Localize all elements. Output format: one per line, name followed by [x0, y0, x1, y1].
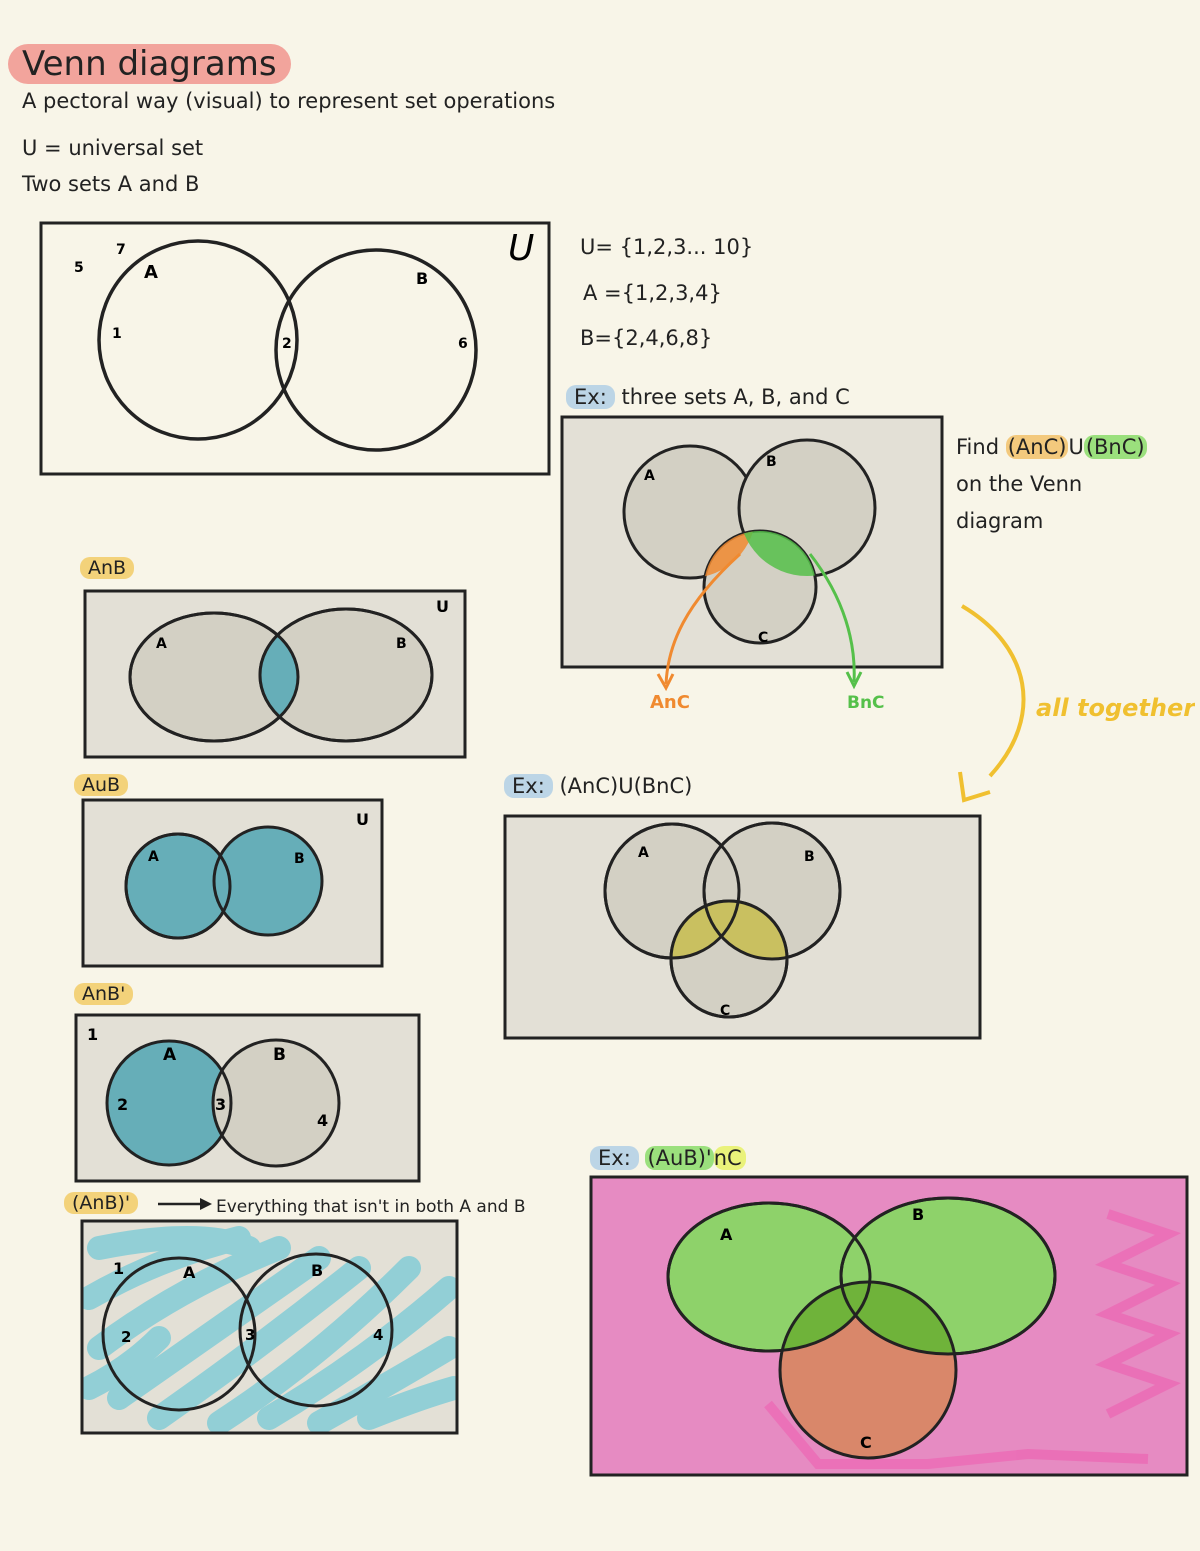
page-title: Venn diagrams [8, 44, 291, 84]
find-line1: Find (AnC)U(BnC) [956, 434, 1147, 460]
a-label: A [144, 262, 158, 283]
set-u-definition: U= {1,2,3... 10} [580, 235, 754, 259]
ex2-diagram: A B C [503, 814, 982, 1040]
label-a: A [148, 849, 159, 865]
set-b-definition: B={2,4,6,8} [580, 326, 713, 350]
b-label: B [416, 269, 428, 288]
anc-arrow [664, 552, 742, 685]
element-2: 2 [121, 1328, 131, 1346]
bnc-region [739, 531, 816, 576]
label-a: A [644, 468, 655, 484]
anb-prime-diagram: 1 A B 2 3 4 [74, 1013, 421, 1183]
ex3-diagram: A B C [589, 1175, 1189, 1477]
element-outside-2: 7 [116, 242, 126, 258]
scribble-shading [82, 1226, 457, 1433]
universal-definition: U = universal set [22, 136, 204, 160]
ex1-prefix: Ex: [566, 385, 615, 409]
two-sets-line: Two sets A and B [22, 172, 200, 196]
label-a: A [183, 1263, 196, 1282]
ex1-heading: Ex: three sets A, B, and C [566, 384, 850, 410]
venn-basic-diagram: U A B 5 7 1 2 6 [39, 221, 551, 476]
label-b: B [804, 849, 815, 865]
label-c: C [720, 1003, 730, 1019]
anc-region [704, 531, 756, 578]
ex2-text: (AnC)U(BnC) [559, 774, 693, 798]
label-b: B [273, 1045, 286, 1065]
anb-heading: AnB [80, 555, 135, 581]
element-3: 3 [215, 1095, 226, 1114]
aub-diagram: A B U [81, 798, 384, 968]
arrow-right-icon [158, 1198, 212, 1210]
label-b: B [912, 1205, 924, 1224]
label-c: C [860, 1433, 872, 1452]
label-a: A [638, 845, 649, 861]
anb-paren-prime-diagram: 1 A B 2 3 4 [80, 1219, 459, 1435]
ex2-prefix: Ex: [504, 774, 553, 798]
anb-prime-heading: AnB' [74, 981, 134, 1007]
bnc-arrow [808, 553, 856, 683]
ex3-prefix: Ex: [590, 1146, 639, 1170]
anb-paren-prime-heading: (AnB)' [64, 1190, 139, 1216]
label-c: C [758, 630, 768, 646]
label-b: B [294, 851, 305, 867]
label-a: A [156, 636, 167, 652]
ex3-heading: Ex: (AuB)'nC [590, 1145, 746, 1171]
element-4: 4 [317, 1111, 328, 1130]
find-union: U [1068, 435, 1084, 459]
all-together-arrow: all together [958, 604, 1195, 803]
aub-heading: AuB [74, 772, 129, 798]
label-b: B [766, 454, 777, 470]
label-b: B [311, 1261, 323, 1280]
three-set-diagram: A B C AnC BnC [560, 415, 944, 713]
find-line2: on the Venn [956, 472, 1083, 496]
bnc-label: BnC [847, 693, 885, 713]
ex2-heading: Ex: (AnC)U(BnC) [504, 773, 692, 799]
label-a: A [163, 1045, 177, 1065]
element-3: 3 [245, 1326, 255, 1344]
aub-label: AuB [74, 774, 129, 796]
anb-paren-prime-label: (AnB)' [64, 1192, 139, 1214]
element-4: 4 [373, 1326, 383, 1344]
u-label: U [356, 810, 369, 829]
ex3-part2: nC [713, 1146, 746, 1170]
element-intersection: 2 [282, 336, 292, 352]
ex1-text: three sets A, B, and C [621, 385, 850, 409]
find-word: Find [956, 435, 1000, 459]
u-label: U [436, 597, 449, 616]
u-label: 1 [113, 1259, 124, 1278]
subtitle: A pectoral way (visual) to represent set… [22, 89, 556, 113]
element-b: 6 [458, 336, 468, 352]
label-b: B [396, 636, 407, 652]
u-label: 1 [87, 1025, 98, 1044]
ex3-part1: (AuB)' [645, 1146, 714, 1170]
anb-paren-prime-explanation: Everything that isn't in both A and B [216, 1197, 526, 1217]
anb-label: AnB [80, 557, 135, 579]
u-label: U [508, 228, 534, 269]
element-outside-1: 5 [74, 260, 84, 276]
anb-prime-label: AnB' [74, 983, 134, 1005]
aub-union-region-b [212, 825, 324, 937]
element-a: 1 [112, 326, 122, 342]
all-together-label: all together [1036, 694, 1195, 722]
find-part2: (BnC) [1083, 435, 1147, 459]
find-line3: diagram [956, 509, 1044, 533]
a-only-region [107, 1041, 231, 1165]
anc-label: AnC [650, 692, 690, 713]
label-a: A [720, 1225, 733, 1244]
set-a-definition: A ={1,2,3,4} [583, 281, 722, 305]
find-part1: (AnC) [1005, 435, 1069, 459]
element-2: 2 [117, 1095, 128, 1114]
anb-diagram: A B U [83, 589, 467, 759]
